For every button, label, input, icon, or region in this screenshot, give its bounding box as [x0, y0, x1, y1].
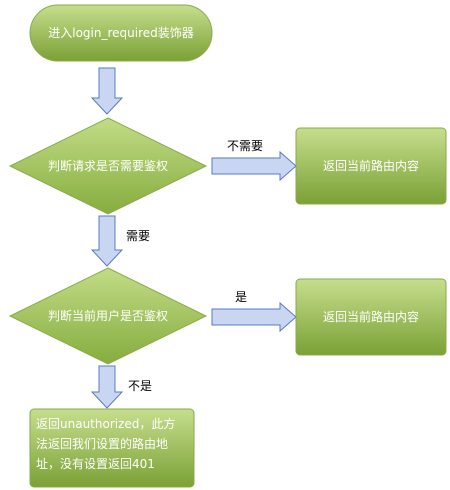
decision-user-authed-label: 判断当前用户是否鉴权	[48, 308, 168, 323]
edge-label-yes: 是	[235, 290, 247, 304]
decision-user-authed	[8, 267, 208, 365]
final-node-line-3: 址，没有设置返回401	[36, 456, 155, 471]
result-node-2-label: 返回当前路由内容	[323, 309, 419, 324]
down-arrow-3	[90, 365, 124, 409]
down-arrow-1	[90, 67, 124, 115]
decision-need-auth-label: 判断请求是否需要鉴权	[48, 158, 168, 173]
right-arrow-1	[211, 150, 297, 182]
start-node-label: 进入login_required装饰器	[48, 26, 194, 40]
right-arrow-2	[211, 301, 297, 333]
result-node-1	[295, 127, 447, 205]
result-node-1-label: 返回当前路由内容	[323, 158, 419, 173]
edge-label-no-need: 不需要	[227, 139, 263, 153]
final-node-line-2: 法返回我们设置的路由地	[36, 436, 168, 451]
down-arrow-2	[90, 215, 124, 267]
decision-need-auth	[8, 117, 208, 215]
result-node-2	[295, 278, 447, 356]
final-node	[29, 408, 195, 488]
final-node-line-1: 返回unauthorized，此方	[36, 416, 175, 431]
start-node	[29, 4, 213, 62]
edge-label-need: 需要	[126, 229, 150, 243]
edge-label-no: 不是	[128, 379, 152, 393]
